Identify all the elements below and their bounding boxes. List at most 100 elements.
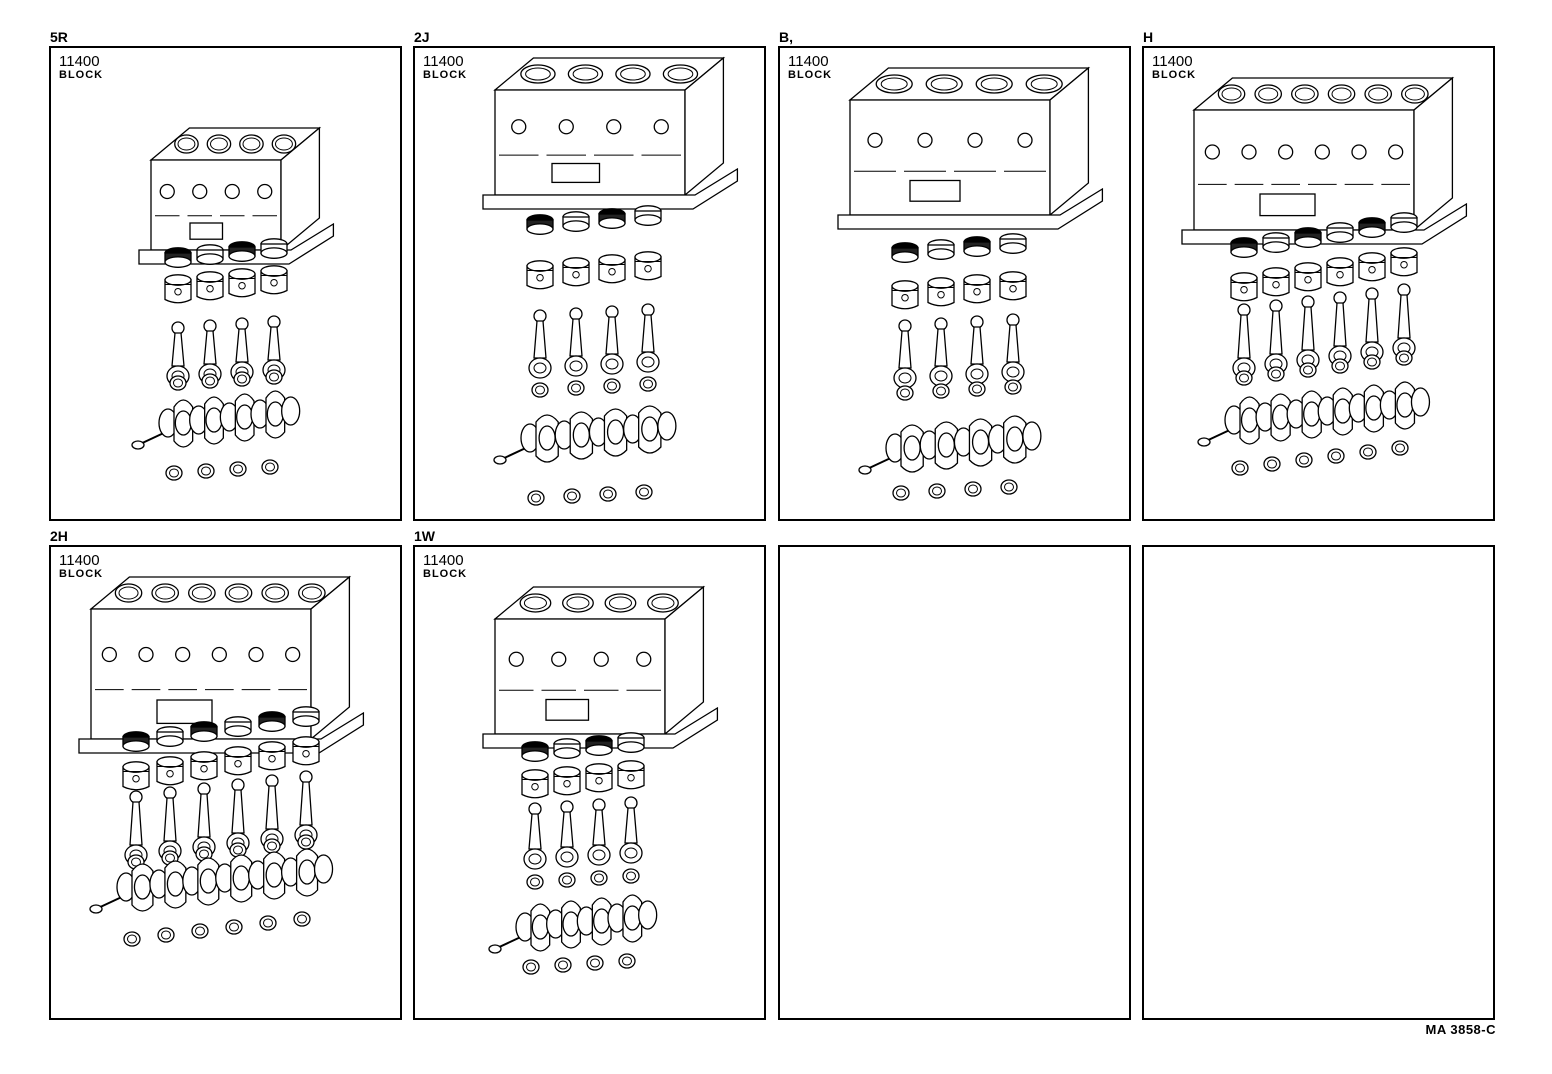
rod-small-end [569, 307, 583, 321]
piston-crown [927, 277, 955, 289]
block-skirt [837, 187, 1104, 230]
bearing-bore [269, 372, 279, 382]
connecting-rod [260, 774, 284, 850]
rod-beam [203, 330, 217, 365]
cylinder-block [482, 56, 739, 210]
engine-label: 2H [50, 528, 68, 544]
bearing-bore [1239, 373, 1249, 383]
crank-pin [538, 425, 556, 451]
engine-block-illustration [482, 56, 739, 506]
piston-crown [224, 746, 252, 758]
piston-crown [999, 271, 1027, 283]
piston-body [585, 763, 613, 793]
bearing-bore [571, 383, 581, 393]
piston-body [617, 760, 645, 790]
bearing [1295, 452, 1313, 468]
illustration-frame: 11400 BLOCK [1142, 46, 1495, 521]
bearing-bore [936, 386, 946, 396]
bearing [201, 373, 219, 389]
piston-body [963, 274, 991, 304]
rod-beam [1006, 324, 1020, 363]
piston [585, 735, 613, 756]
crankshaft [89, 848, 334, 914]
ring-edge [1326, 231, 1354, 243]
bearing [225, 919, 243, 935]
piston-crown [260, 265, 288, 277]
bearing-bore [199, 849, 209, 859]
bore-liner [1258, 87, 1279, 101]
connecting-rod [555, 800, 579, 868]
piston-body [598, 254, 626, 284]
cylinder-block [1181, 76, 1468, 245]
crank-pin [205, 407, 223, 433]
bore-liner [210, 137, 228, 151]
ring-edge [891, 251, 919, 263]
rod-bearing-bore [560, 851, 574, 863]
piston-pin [608, 267, 616, 276]
bore-liner [275, 137, 293, 151]
bearing-bore [590, 958, 600, 968]
piston-pin [234, 759, 242, 768]
rod-small-end [592, 798, 606, 812]
piston-crown [1390, 247, 1418, 259]
core-plug [1017, 132, 1033, 148]
bearing [622, 868, 640, 884]
piston-crown [526, 260, 554, 272]
piston-pin [595, 776, 603, 785]
crank-nose [488, 944, 502, 954]
connecting-rod [294, 770, 318, 846]
piston [521, 741, 549, 762]
part-name: BLOCK [59, 568, 104, 580]
piston-pin [206, 284, 214, 293]
bearing [1267, 366, 1285, 382]
ring-edge [526, 223, 554, 235]
crank-pin [531, 914, 549, 940]
piston-pin [627, 773, 635, 782]
bearing [603, 378, 621, 394]
bearing [599, 486, 617, 502]
crank-pin [298, 859, 316, 885]
cylinder-block [837, 66, 1104, 230]
bore-liner [1030, 77, 1058, 91]
rod-small-end [934, 317, 948, 331]
bore-liner [155, 586, 176, 600]
rod-beam [265, 785, 279, 830]
bore-liner [572, 67, 599, 81]
rod-bearing-bore [569, 360, 583, 372]
piston-pin [572, 270, 580, 279]
piston-crown [156, 756, 184, 768]
bearing [932, 383, 950, 399]
piston [164, 247, 192, 268]
piston-pin [1272, 280, 1280, 289]
core-plug [551, 651, 567, 667]
piston [190, 721, 218, 742]
piston-body [228, 268, 256, 298]
bearing-bore [1299, 455, 1309, 465]
engine-label: H [1143, 29, 1154, 45]
piston [999, 233, 1027, 254]
piston [196, 244, 224, 265]
crank-pin [1271, 404, 1290, 430]
bore-liner [525, 67, 551, 81]
rod-beam [970, 326, 984, 365]
bearing [1263, 456, 1281, 472]
piston-crown [598, 254, 626, 266]
bearing [892, 485, 910, 501]
engine-block-illustration [78, 575, 365, 947]
rod-beam [1301, 306, 1315, 351]
bearing-bore [567, 491, 577, 501]
bore-liner [228, 586, 249, 600]
connecting-rod [1360, 287, 1384, 363]
piston-crown [617, 760, 645, 772]
bore-liner [651, 596, 675, 610]
ring-edge [1294, 236, 1322, 248]
piston-crown [258, 741, 286, 753]
bore-liner [523, 596, 547, 610]
piston-body [1262, 267, 1290, 297]
connecting-rod [226, 778, 250, 854]
rod-beam [1269, 310, 1283, 355]
piston-crown [228, 268, 256, 280]
bearing [1000, 479, 1018, 495]
connecting-rod [564, 307, 588, 377]
bearing-bore [594, 873, 604, 883]
